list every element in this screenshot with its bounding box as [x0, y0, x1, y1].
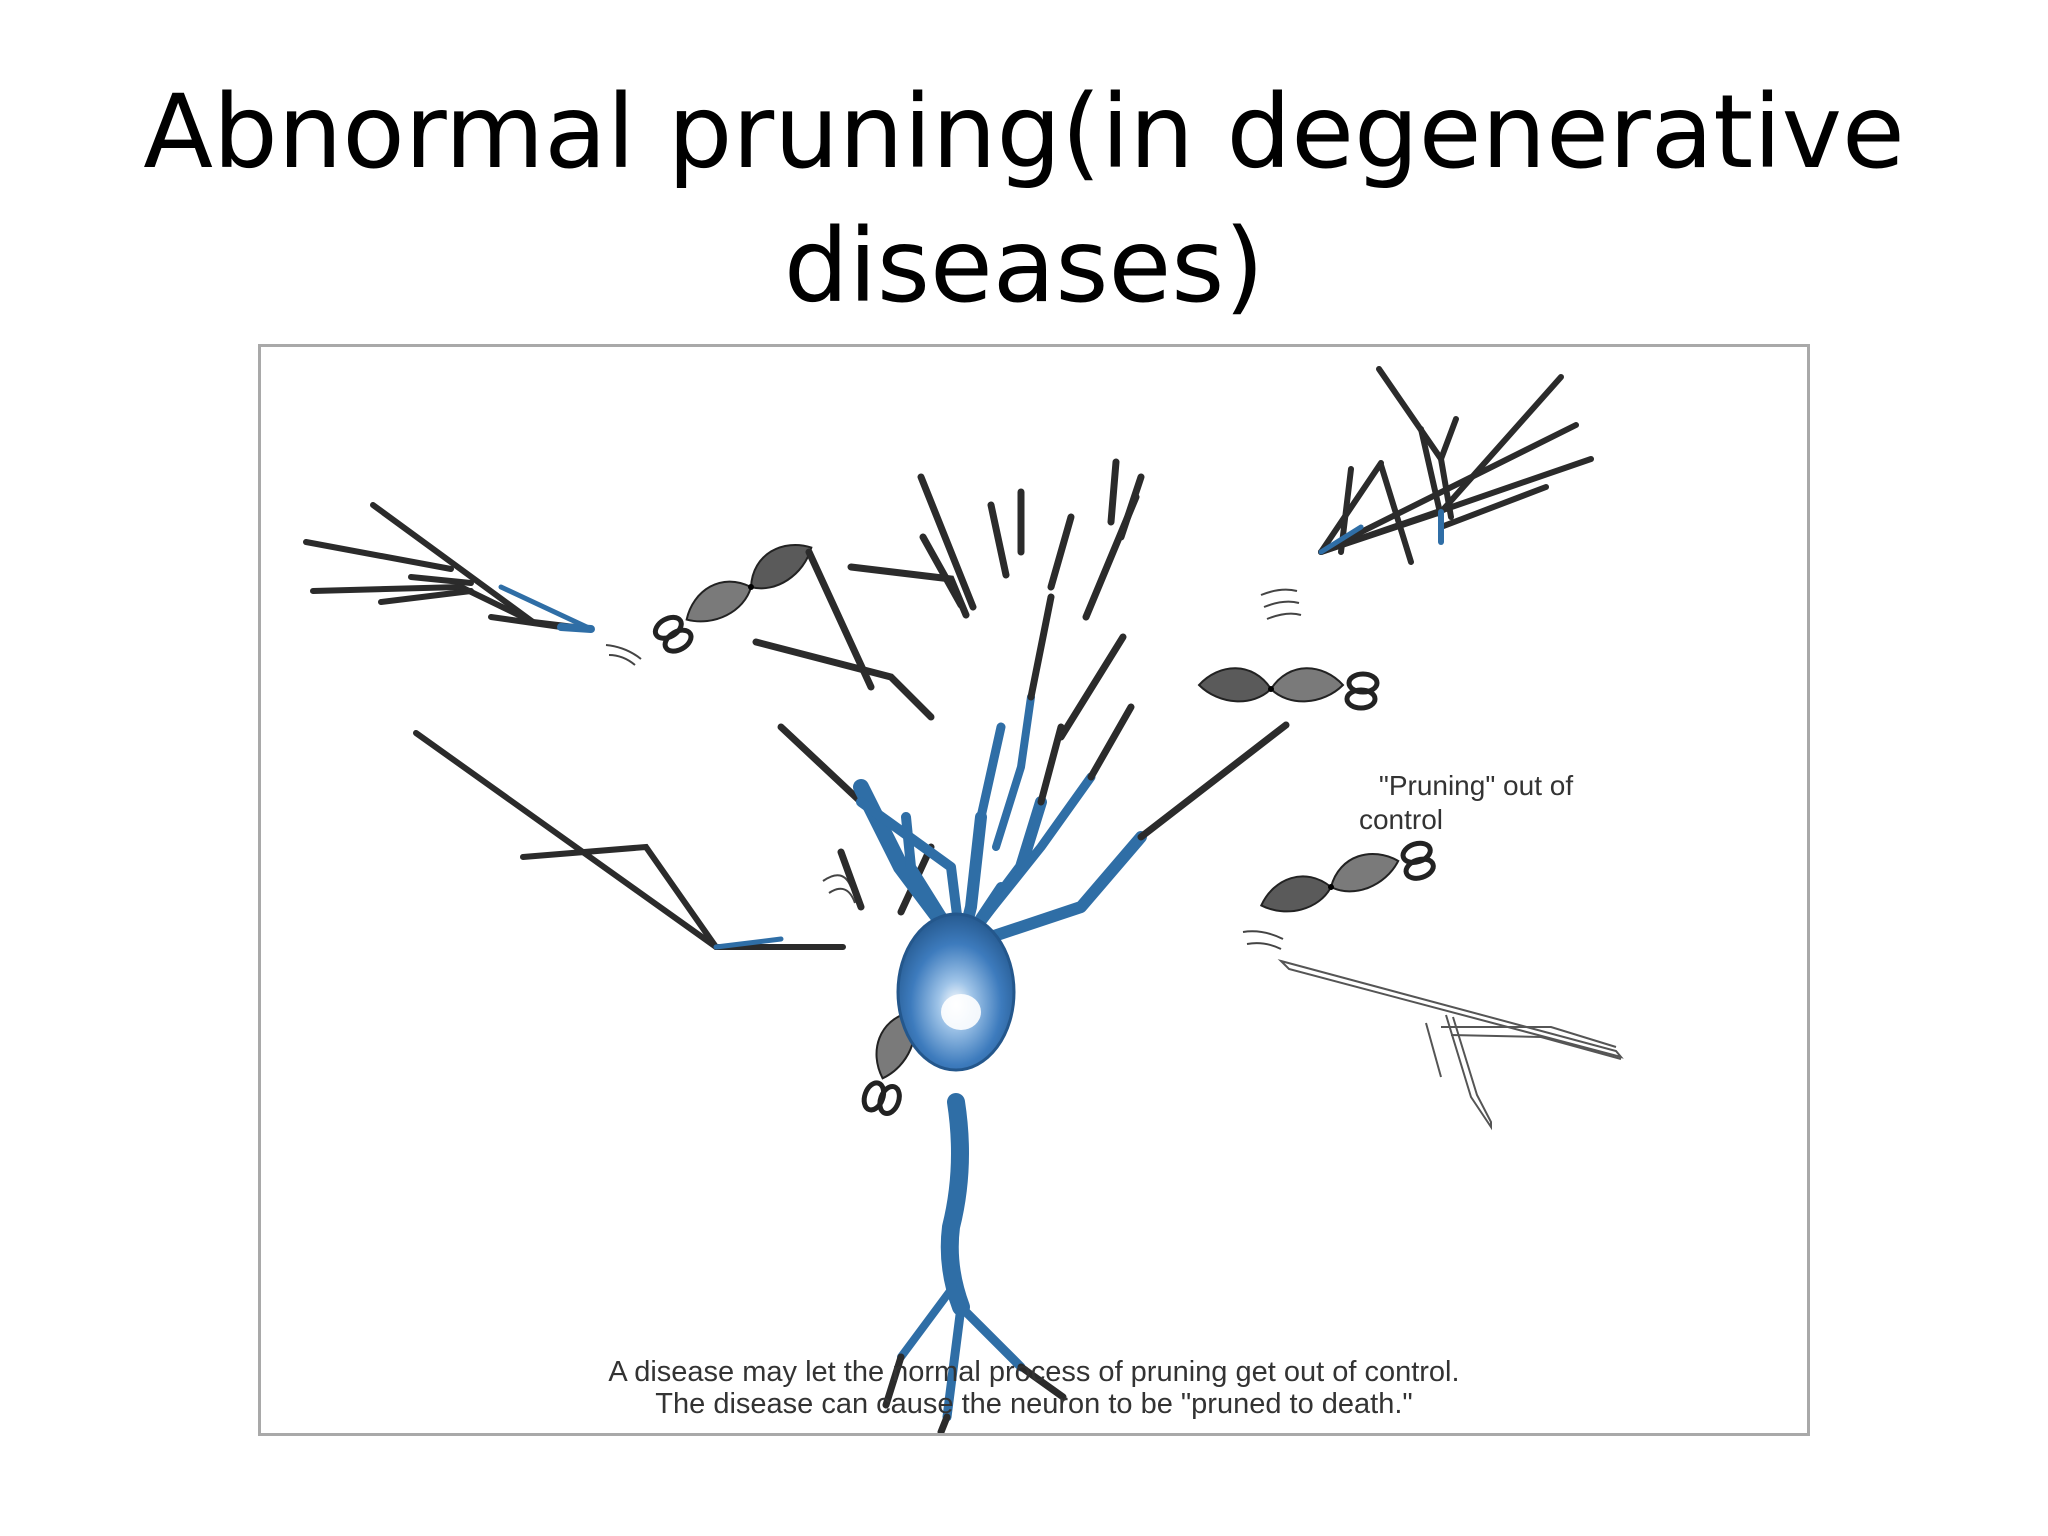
caption-line-2: The disease can cause the neuron to be "…	[655, 1388, 1412, 1420]
cut-branch-top-right	[1318, 366, 1594, 565]
soma-highlight	[941, 994, 981, 1030]
annotation-line-2: control	[1359, 804, 1443, 835]
neuron-dendrite-dark-extensions	[882, 593, 1290, 1433]
scissors-icon	[1199, 668, 1377, 708]
cut-motion-lines-top-left	[605, 644, 642, 666]
neuron-dendrites	[752, 458, 1145, 916]
slide-title: Abnormal pruning(in degenerative disease…	[0, 66, 2048, 334]
neuron-pruning-illustration: "Pruning" out of control A disease may l…	[303, 366, 1624, 1433]
cut-motion-lines-top-right	[1260, 588, 1302, 620]
title-line-1: Abnormal pruning(in degenerative	[143, 73, 1905, 192]
caption-line-1: A disease may let the normal process of …	[608, 1356, 1459, 1388]
cut-motion-lines-right	[1242, 930, 1284, 950]
cut-branch-top-left	[303, 502, 595, 633]
title-line-2: diseases)	[783, 207, 1265, 326]
scissors-icon	[649, 533, 823, 656]
neuron-soma	[896, 912, 1016, 1072]
cut-branch-left-lower	[413, 730, 846, 950]
dying-branch-outline	[1277, 959, 1624, 1131]
annotation-line-1: "Pruning" out of	[1379, 770, 1573, 801]
figure-frame: "Pruning" out of control A disease may l…	[258, 344, 1810, 1436]
scissors-icon	[1256, 835, 1438, 928]
